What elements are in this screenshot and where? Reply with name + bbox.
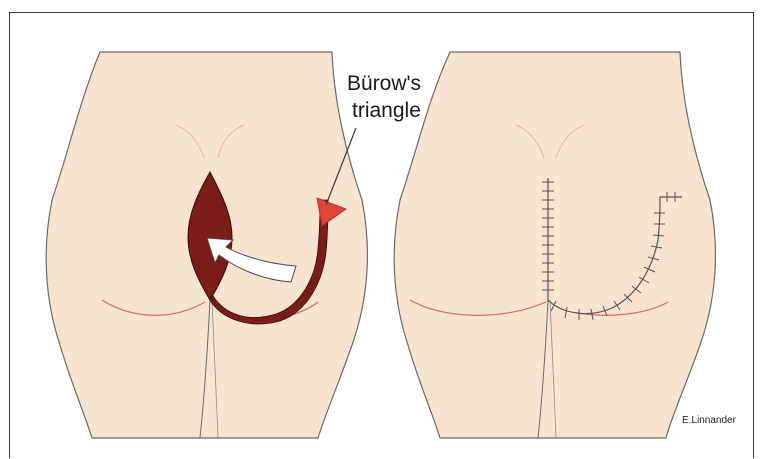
left-buttocks-figure xyxy=(46,52,367,438)
illustrator-credit: E.Linnander xyxy=(682,415,736,427)
right-buttocks-figure xyxy=(394,52,715,438)
right-body-silhouette xyxy=(394,52,715,438)
annotation-label-line-1: Bürow's xyxy=(347,72,421,96)
annotation-label-line-2: triangle xyxy=(352,99,421,123)
